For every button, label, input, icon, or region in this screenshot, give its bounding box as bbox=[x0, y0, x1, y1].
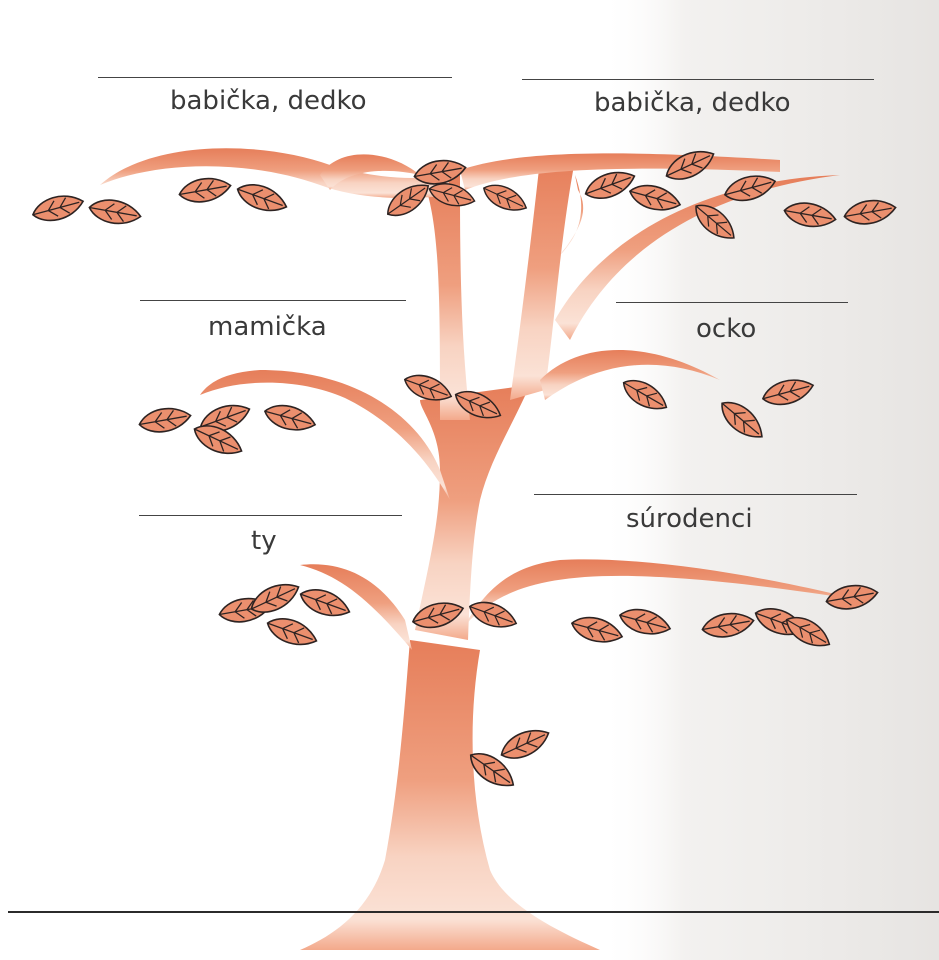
label-line-grandparents-right bbox=[522, 79, 874, 80]
tree-trunk bbox=[100, 148, 860, 950]
ground-line bbox=[8, 911, 939, 913]
label-line-grandparents-left bbox=[98, 77, 452, 78]
label-line-you bbox=[139, 515, 402, 516]
label-line-mother bbox=[140, 300, 406, 301]
label-grandparents-left: babička, dedko bbox=[170, 88, 367, 114]
label-siblings: súrodenci bbox=[626, 506, 753, 532]
label-you: ty bbox=[251, 528, 277, 554]
label-father: ocko bbox=[696, 316, 756, 342]
label-grandparents-right: babička, dedko bbox=[594, 90, 791, 116]
label-mother: mamička bbox=[208, 314, 327, 340]
label-line-siblings bbox=[534, 494, 857, 495]
label-line-father bbox=[616, 302, 848, 303]
